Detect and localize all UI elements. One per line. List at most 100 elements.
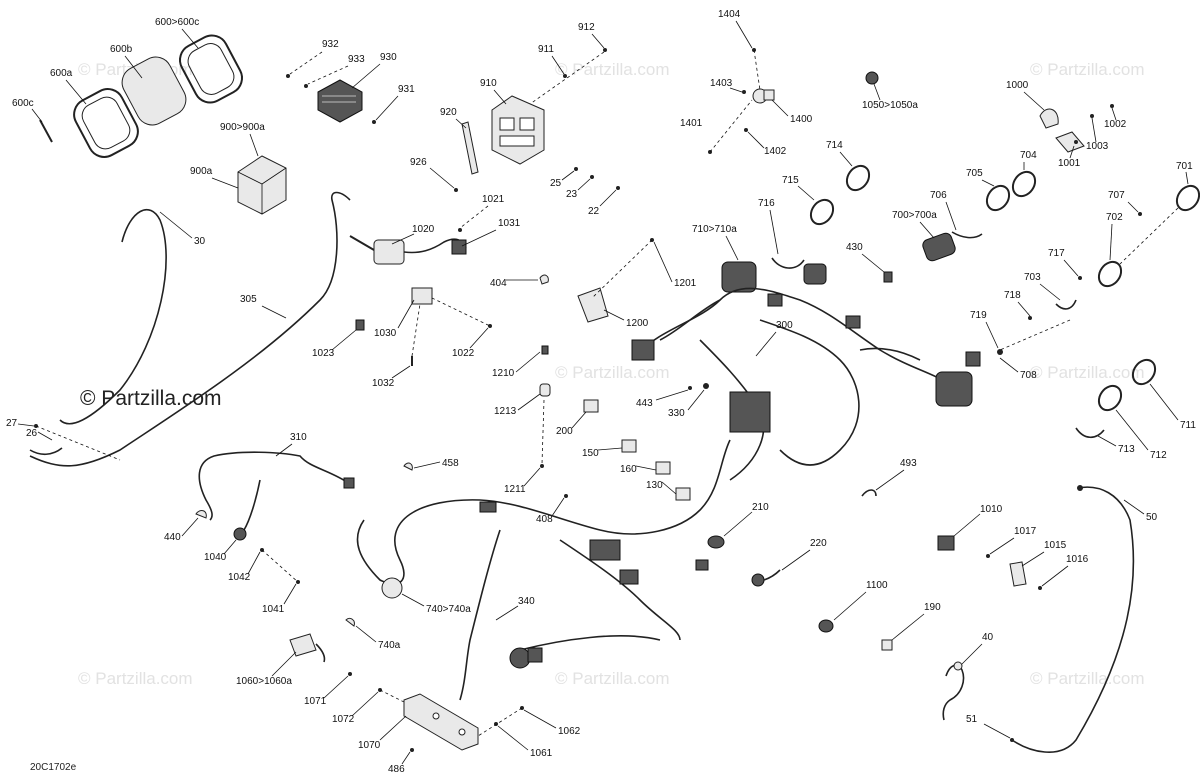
callout-926[interactable]: 926 xyxy=(410,157,427,168)
callout-1020[interactable]: 1020 xyxy=(412,224,435,235)
callout-1200[interactable]: 1200 xyxy=(626,318,649,329)
ring-712[interactable] xyxy=(1094,382,1125,415)
callout-22[interactable]: 22 xyxy=(588,206,600,217)
cable-50[interactable] xyxy=(1011,485,1135,753)
callout-1403[interactable]: 1403 xyxy=(710,78,733,89)
strap-920[interactable] xyxy=(461,121,479,175)
callout-1211[interactable]: 1211 xyxy=(504,484,526,495)
callout-1000[interactable]: 1000 xyxy=(1006,80,1029,91)
callout-40[interactable]: 40 xyxy=(982,632,994,643)
callout-1062[interactable]: 1062 xyxy=(558,726,581,737)
callout-30[interactable]: 30 xyxy=(194,236,206,247)
callout-160[interactable]: 160 xyxy=(620,464,637,475)
callout-717[interactable]: 717 xyxy=(1048,248,1065,259)
callout-707[interactable]: 707 xyxy=(1108,190,1125,201)
callout-50[interactable]: 50 xyxy=(1146,512,1158,523)
harness-30-305[interactable] xyxy=(29,191,351,467)
relay-200[interactable] xyxy=(583,399,599,413)
callout-703[interactable]: 703 xyxy=(1024,272,1041,283)
callout-1016[interactable]: 1016 xyxy=(1066,554,1089,565)
callout-1210[interactable]: 1210 xyxy=(492,368,515,379)
callout-210[interactable]: 210 xyxy=(752,502,769,513)
callout-700-700a[interactable]: 700>700a xyxy=(892,210,937,221)
callout-713[interactable]: 713 xyxy=(1118,444,1135,455)
clip-440[interactable] xyxy=(195,510,207,519)
callout-920[interactable]: 920 xyxy=(440,107,457,118)
clip-703[interactable] xyxy=(1055,299,1077,310)
main-harness-300[interactable] xyxy=(631,263,981,481)
callout-1001[interactable]: 1001 xyxy=(1058,158,1081,169)
bracket-1015[interactable] xyxy=(1009,561,1027,587)
callout-1021[interactable]: 1021 xyxy=(482,194,505,205)
connector-1050[interactable] xyxy=(865,71,879,85)
callout-912[interactable]: 912 xyxy=(578,22,595,33)
callout-716[interactable]: 716 xyxy=(758,198,775,209)
ring-704[interactable] xyxy=(1008,168,1039,201)
callout-900a[interactable]: 900a xyxy=(190,166,213,177)
connector-700[interactable] xyxy=(921,232,957,263)
callout-443[interactable]: 443 xyxy=(636,398,653,409)
gauge-cluster-600b[interactable] xyxy=(116,51,191,130)
callout-706[interactable]: 706 xyxy=(930,190,947,201)
lower-harness[interactable] xyxy=(356,439,731,701)
callout-600-600c[interactable]: 600>600c xyxy=(155,17,199,28)
callout-1401[interactable]: 1401 xyxy=(680,118,703,129)
callout-305[interactable]: 305 xyxy=(240,294,257,305)
callout-1213[interactable]: 1213 xyxy=(494,406,517,417)
callout-1070[interactable]: 1070 xyxy=(358,740,381,751)
callout-932[interactable]: 932 xyxy=(322,39,339,50)
callout-1404[interactable]: 1404 xyxy=(718,9,741,20)
callout-933[interactable]: 933 xyxy=(348,54,365,65)
callout-600b[interactable]: 600b xyxy=(110,44,133,55)
callout-1042[interactable]: 1042 xyxy=(228,572,251,583)
callout-710-710a[interactable]: 710>710a xyxy=(692,224,737,235)
callout-51[interactable]: 51 xyxy=(966,714,978,725)
callout-740a[interactable]: 740a xyxy=(378,640,401,651)
callout-150[interactable]: 150 xyxy=(582,448,599,459)
clip-713[interactable] xyxy=(1075,427,1105,439)
ring-714[interactable] xyxy=(842,162,873,195)
gauge-bezel-600c[interactable] xyxy=(174,30,247,108)
callout-220[interactable]: 220 xyxy=(810,538,827,549)
clip-716[interactable] xyxy=(771,257,805,269)
callout-911[interactable]: 911 xyxy=(538,44,554,55)
sensor-1400[interactable] xyxy=(752,88,775,104)
callout-1061[interactable]: 1061 xyxy=(530,748,553,759)
sensor-220[interactable] xyxy=(751,569,781,587)
callout-704[interactable]: 704 xyxy=(1020,150,1037,161)
bracket-910[interactable] xyxy=(491,95,545,165)
callout-1002[interactable]: 1002 xyxy=(1104,119,1127,130)
callout-1071[interactable]: 1071 xyxy=(304,696,327,707)
callout-714[interactable]: 714 xyxy=(826,140,843,151)
clip-493[interactable] xyxy=(861,489,877,497)
callout-600c[interactable]: 600c xyxy=(12,98,34,109)
callout-715[interactable]: 715 xyxy=(782,175,799,186)
fuse-1210[interactable] xyxy=(541,345,549,355)
callout-440[interactable]: 440 xyxy=(164,532,181,543)
callout-26[interactable]: 26 xyxy=(26,428,38,439)
callout-1023[interactable]: 1023 xyxy=(312,348,335,359)
callout-1060-1060a[interactable]: 1060>1060a xyxy=(236,676,292,687)
callout-1400[interactable]: 1400 xyxy=(790,114,813,125)
callout-27[interactable]: 27 xyxy=(6,418,18,429)
callout-1017[interactable]: 1017 xyxy=(1014,526,1037,537)
callout-1402[interactable]: 1402 xyxy=(764,146,787,157)
callout-1015[interactable]: 1015 xyxy=(1044,540,1067,551)
callout-130[interactable]: 130 xyxy=(646,480,663,491)
ring-701[interactable] xyxy=(1172,182,1200,215)
relay-190[interactable] xyxy=(881,639,893,651)
clip-430[interactable] xyxy=(883,271,893,283)
callout-1030[interactable]: 1030 xyxy=(374,328,397,339)
ring-715[interactable] xyxy=(806,196,837,229)
callout-200[interactable]: 200 xyxy=(556,426,573,437)
callout-190[interactable]: 190 xyxy=(924,602,941,613)
connector-1060[interactable] xyxy=(289,633,326,663)
callout-712[interactable]: 712 xyxy=(1150,450,1167,461)
callout-718[interactable]: 718 xyxy=(1004,290,1021,301)
ring-711[interactable] xyxy=(1128,356,1159,389)
clip-458[interactable] xyxy=(403,462,413,471)
callout-1010[interactable]: 1010 xyxy=(980,504,1003,515)
callout-23[interactable]: 23 xyxy=(566,189,578,200)
callout-310[interactable]: 310 xyxy=(290,432,307,443)
cable-40[interactable] xyxy=(942,661,965,721)
